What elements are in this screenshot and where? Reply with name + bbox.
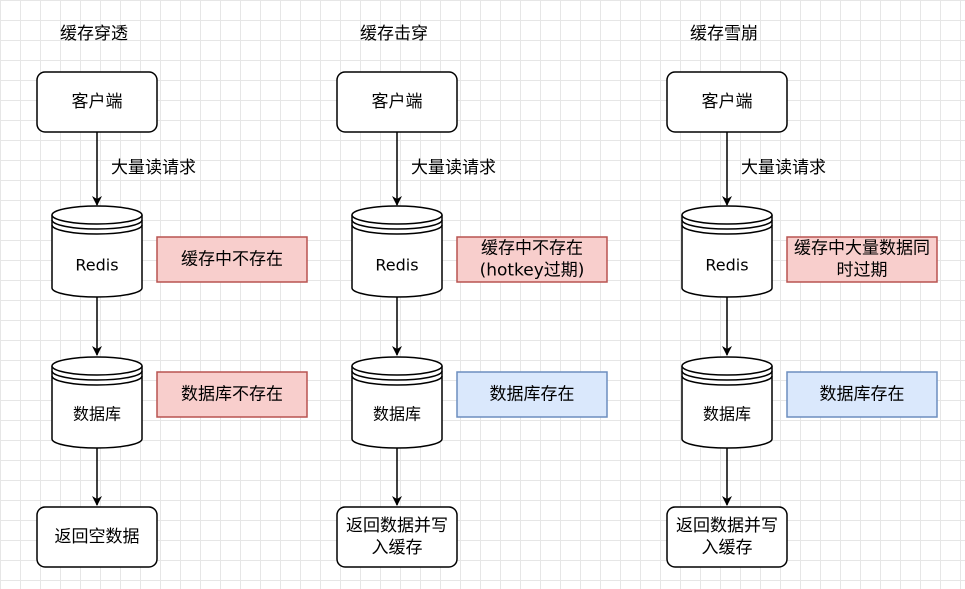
redis-label: Redis: [375, 256, 418, 275]
redis-note-label: 缓存中不存在: [181, 250, 283, 270]
request-edge-label: 大量读请求: [411, 158, 496, 178]
database-note: [456, 371, 608, 418]
redis-note-label: 缓存中不存在: [481, 239, 583, 259]
result-box-penetration: [36, 506, 158, 568]
database-note-label: 数据库存在: [820, 385, 905, 405]
result-box-avalanche: [666, 506, 788, 568]
database-cylinder-breakdown: [351, 356, 443, 449]
client-label: 客户端: [702, 92, 753, 112]
column-title-penetration: 缓存穿透: [60, 24, 128, 44]
database-note-label: 数据库存在: [490, 385, 575, 405]
database-label: 数据库: [703, 405, 751, 424]
redis-note: [156, 236, 308, 283]
redis-cylinder-avalanche: [681, 205, 773, 298]
redis-label: Redis: [75, 256, 118, 275]
database-cylinder-avalanche: [681, 356, 773, 449]
result-label: 入缓存: [702, 538, 753, 558]
result-box-breakdown: [336, 506, 458, 568]
redis-note: [456, 236, 608, 283]
redis-note: [786, 236, 938, 283]
redis-cylinder-penetration: [51, 205, 143, 298]
redis-label: Redis: [705, 256, 748, 275]
column-title-breakdown: 缓存击穿: [360, 24, 428, 44]
result-label: 返回空数据: [55, 527, 140, 547]
database-note-label: 数据库不存在: [181, 385, 283, 405]
result-label: 返回数据并写: [346, 516, 448, 536]
redis-note-label: 时过期: [837, 261, 888, 281]
result-label: 返回数据并写: [676, 516, 778, 536]
client-label: 客户端: [72, 92, 123, 112]
redis-note-label: 缓存中大量数据同: [794, 239, 930, 259]
result-label: 入缓存: [372, 538, 423, 558]
column-title-avalanche: 缓存雪崩: [690, 24, 758, 44]
database-label: 数据库: [373, 405, 421, 424]
request-edge-label: 大量读请求: [741, 158, 826, 178]
database-note: [156, 371, 308, 418]
request-edge-label: 大量读请求: [111, 158, 196, 178]
database-cylinder-penetration: [51, 356, 143, 449]
database-note: [786, 371, 938, 418]
database-label: 数据库: [73, 405, 121, 424]
client-label: 客户端: [372, 92, 423, 112]
redis-note-label: (hotkey过期): [480, 261, 585, 281]
redis-cylinder-breakdown: [351, 205, 443, 298]
